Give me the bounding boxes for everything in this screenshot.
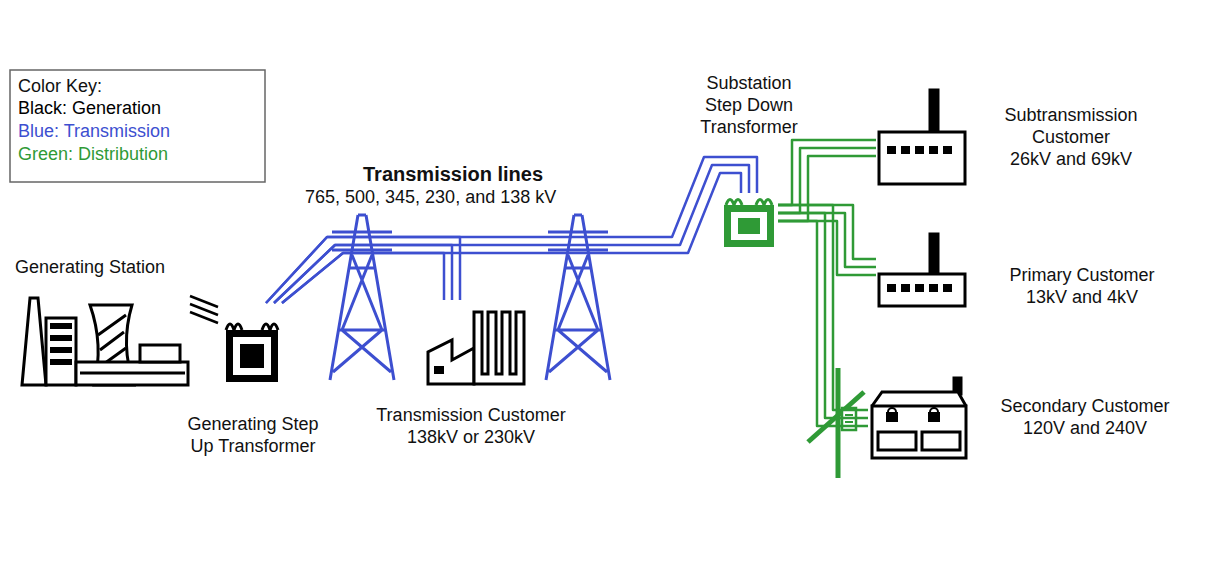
industrial-building (879, 90, 965, 184)
line-label: Transmission lines (363, 163, 543, 185)
step-down-transformer: Substation Step Down Transformer (720, 193, 778, 249)
step-down-transformer-symbol (724, 200, 774, 248)
generating-station: Generating Station (15, 288, 190, 388)
legend-entry: Blue: Transmission (18, 120, 170, 143)
transmission-tower (546, 215, 610, 380)
power-line (778, 140, 876, 221)
node-caption: Generating Station (15, 256, 215, 278)
conductor (778, 205, 868, 410)
conductor (282, 253, 444, 303)
power-line (266, 237, 460, 303)
node-caption: Primary Customer (982, 264, 1182, 286)
node-caption: 138kV or 230kV (341, 426, 601, 448)
legend-frame (10, 70, 265, 182)
legend-color: Green: Distribution (18, 144, 168, 164)
caption-group: Primary Customer13kV and 4kV (982, 264, 1182, 308)
step-up-transformer-symbol (226, 324, 278, 382)
legend-entry: Green: Distribution (18, 143, 170, 166)
transmission-customer: Transmission Customer138kV or 230kV (425, 300, 517, 386)
node-caption: 120V and 240V (975, 417, 1195, 439)
node-caption: Subtransmission Customer (986, 104, 1156, 148)
legend-text: Black: Generation (18, 98, 161, 118)
conductor (266, 157, 757, 303)
node-caption: Generating Step Up Transformer (183, 413, 323, 457)
secondary-customer: Secondary Customer120V and 240V (868, 378, 968, 460)
power-line (266, 157, 757, 303)
conductor (778, 156, 876, 221)
node-caption: 26kV and 69kV (986, 148, 1156, 170)
conductor (266, 237, 460, 303)
step-up-transformer: Generating Step Up Transformer (218, 303, 288, 385)
subtransmission-customer: Subtransmission Customer26kV and 69kV (876, 88, 968, 186)
conductor (778, 221, 876, 275)
legend-text: Blue: Transmission (18, 121, 170, 141)
power-line (190, 296, 218, 323)
caption-group: Substation Step Down Transformer (689, 72, 809, 138)
conductor (778, 140, 876, 205)
conductor (778, 221, 868, 426)
caption-group: Subtransmission Customer26kV and 69kV (986, 104, 1156, 170)
legend-color: Blue: Transmission (18, 121, 170, 141)
conductor (778, 213, 868, 418)
commercial-building (879, 234, 965, 306)
node-caption: Transmission Customer (341, 404, 601, 426)
transmission-tower (330, 215, 394, 380)
node-caption: 13kV and 4kV (982, 286, 1182, 308)
color-legend: Black: GenerationBlue: TransmissionGreen… (18, 97, 170, 166)
legend-color: Black: Generation (18, 98, 161, 118)
caption-group: Secondary Customer120V and 240V (975, 395, 1195, 439)
legend-title: Color Key: (18, 75, 102, 97)
power-plant (22, 298, 188, 385)
primary-customer: Primary Customer13kV and 4kV (876, 232, 968, 307)
voltage-label: 765, 500, 345, 230, and 138 kV (305, 186, 556, 208)
caption-group: Generating Step Up Transformer (183, 413, 323, 457)
caption-group: Transmission Customer138kV or 230kV (341, 404, 601, 448)
legend-entry: Black: Generation (18, 97, 170, 120)
node-caption: Secondary Customer (975, 395, 1195, 417)
power-line (778, 205, 868, 426)
factory-symbol (428, 312, 524, 384)
caption-group: Generating Station (15, 256, 215, 278)
conductor (274, 165, 749, 303)
node-caption: Substation Step Down Transformer (689, 72, 809, 138)
house-symbol (872, 378, 966, 458)
conductor (778, 148, 876, 213)
power-line (778, 205, 876, 275)
conductor (274, 245, 452, 303)
legend-text: Green: Distribution (18, 144, 168, 164)
conductor (190, 312, 218, 323)
